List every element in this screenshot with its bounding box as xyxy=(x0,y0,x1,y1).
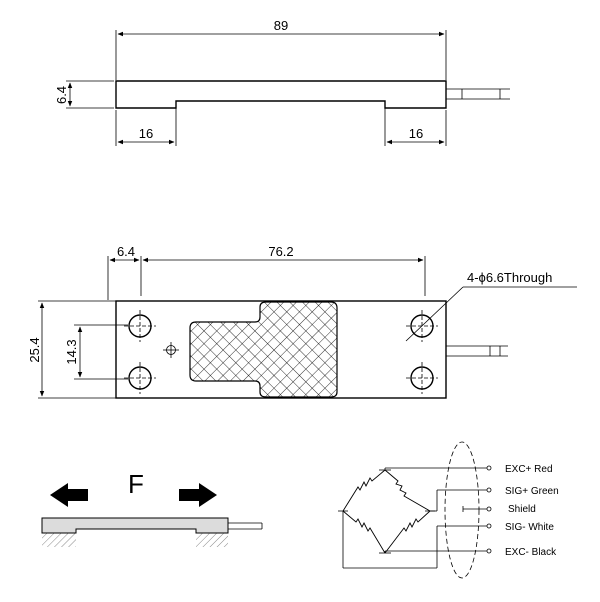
terminal xyxy=(486,548,492,554)
lead-label-exc-minus: EXC- Black xyxy=(505,547,557,558)
terminal xyxy=(486,465,492,471)
mounting-hole xyxy=(124,362,156,394)
width-label: 25.4 xyxy=(27,337,42,362)
load-diagram: F xyxy=(41,469,263,547)
mounting-hole xyxy=(406,362,438,394)
arrow-right-icon xyxy=(179,483,217,507)
top-view: 6.4 76.2 25.4 14.3 xyxy=(27,244,577,399)
left-step-label: 16 xyxy=(139,126,153,141)
wiring-diagram: EXC+ Red SIG+ Green Shield SIG- White EX… xyxy=(338,441,559,579)
beam-top-plate xyxy=(115,300,447,399)
beam-side-profile xyxy=(115,80,447,109)
support-fixed xyxy=(196,533,228,547)
lead-label-sig-plus: SIG+ Green xyxy=(505,486,559,497)
force-label: F xyxy=(128,469,144,499)
cable-top xyxy=(446,345,508,357)
hole-callout-label: 4-ϕ6.6Through xyxy=(467,270,552,285)
bridge-resistor xyxy=(384,510,431,554)
hole-callout-leader xyxy=(405,286,464,342)
cable-side xyxy=(446,88,510,100)
hole-vertical-spacing-label: 14.3 xyxy=(64,339,79,364)
bridge-resistor xyxy=(342,510,386,554)
hole-offset-label: 6.4 xyxy=(117,244,135,259)
bridge-resistor xyxy=(384,469,431,512)
center-mark xyxy=(163,342,179,358)
lead-label-sig-minus: SIG- White xyxy=(505,522,554,533)
bridge-resistor xyxy=(342,469,386,512)
terminal xyxy=(486,523,492,529)
terminal xyxy=(486,487,492,493)
support-fixed xyxy=(42,533,76,547)
mounting-hole xyxy=(124,310,156,342)
side-view: 89 6.4 16 16 xyxy=(54,18,510,146)
lead-label-shield: Shield xyxy=(508,504,536,515)
overall-length-label: 89 xyxy=(274,18,288,33)
hole-spacing-label: 76.2 xyxy=(268,244,293,259)
arrow-left-icon xyxy=(50,483,88,507)
beam-load-profile xyxy=(41,517,229,534)
lead-label-exc-plus: EXC+ Red xyxy=(505,464,553,475)
terminal xyxy=(486,506,492,512)
right-step-label: 16 xyxy=(409,126,423,141)
cable-bundle-outline xyxy=(444,441,480,579)
thickness-label: 6.4 xyxy=(54,86,69,104)
